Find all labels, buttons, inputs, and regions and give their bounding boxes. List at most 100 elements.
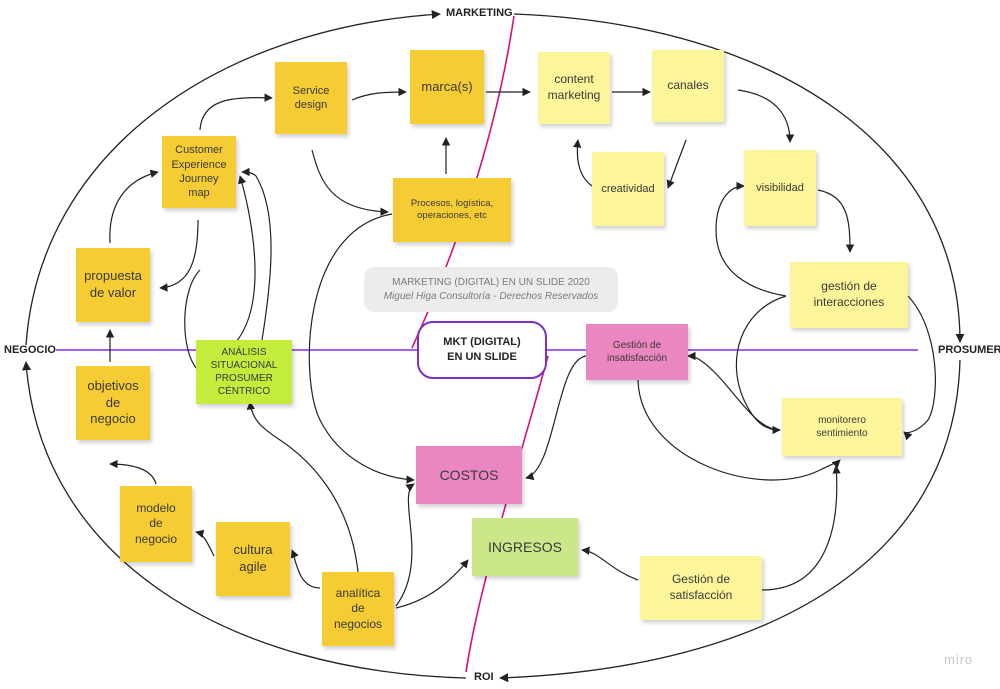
note-text-line: PROSUMER xyxy=(215,373,273,384)
note-text-line: content xyxy=(554,72,594,87)
banner-title: MARKETING (DIGITAL) EN UN SLIDE 2020 xyxy=(392,277,590,288)
note-marcas[interactable]: marca(s) xyxy=(410,50,484,124)
connector-arrow xyxy=(637,379,841,481)
connector-arrow xyxy=(308,213,415,484)
note-text-line: Gestión de xyxy=(612,340,662,351)
note-text-line: analítica xyxy=(335,585,381,600)
note-text-line: ANÁLISIS xyxy=(221,347,267,358)
note-visibilidad[interactable]: visibilidad xyxy=(744,150,816,226)
note-text-line: interacciones xyxy=(813,295,885,309)
note-text-line: Customer xyxy=(175,144,223,157)
note-text-line: Gestión de xyxy=(671,572,731,587)
banner-subtitle: Miguel Higa Consultoría - Derechos Reser… xyxy=(383,290,599,302)
note-text-line: de xyxy=(105,394,121,410)
note-ingresos[interactable]: INGRESOS xyxy=(472,518,578,576)
note-text-line: canales xyxy=(667,78,709,93)
note-text-line: gestión de xyxy=(821,279,877,294)
note-gestion-de-insatisfaccion[interactable]: Gestión de insatisfacción xyxy=(586,324,688,380)
note-monitoreo-sentimiento[interactable]: monitorero sentimiento xyxy=(782,398,902,456)
note-text-line: marca(s) xyxy=(421,78,473,94)
connector-arrow xyxy=(235,175,256,343)
center-line-2: EN UN SLIDE xyxy=(447,351,517,363)
note-text-line: Service xyxy=(292,84,330,97)
note-text-line: CÉNTRICO xyxy=(217,386,271,397)
note-text-line: operaciones, etc xyxy=(417,210,487,221)
connector-arrow xyxy=(817,189,855,253)
note-text-line: negocio xyxy=(134,531,178,546)
connector-arrow xyxy=(199,93,273,131)
axis-label-right: PROSUMER xyxy=(938,344,1000,356)
note-text-line: de xyxy=(149,516,163,531)
connector-arrow xyxy=(159,219,199,292)
note-text-line: Experience xyxy=(171,158,227,171)
note-text-line: marketing xyxy=(547,88,601,102)
note-text-line: insatisfacción xyxy=(606,353,668,364)
connector-arrow xyxy=(109,459,157,485)
note-text-line: negocio xyxy=(90,411,136,427)
connector-arrow xyxy=(290,549,321,589)
divider-line-bottom xyxy=(465,355,549,673)
note-text-line: satisfacción xyxy=(669,588,733,602)
note-text-line: INGRESOS xyxy=(488,538,562,555)
note-text-line: de xyxy=(351,601,365,616)
note-text-line: design xyxy=(294,99,328,111)
connector-arrow xyxy=(687,351,781,431)
note-text-line: map xyxy=(188,187,210,200)
connector-arrow xyxy=(735,295,787,435)
note-canales[interactable]: canales xyxy=(652,50,724,122)
outer-arc-bottom-right xyxy=(499,359,961,683)
connector-arrow xyxy=(666,139,687,189)
note-costos[interactable]: COSTOS xyxy=(416,446,522,504)
note-text-line: cultura xyxy=(233,542,273,558)
note-text-line: visibilidad xyxy=(756,181,804,194)
connector-arrow xyxy=(195,529,215,557)
note-text-line: Procesos, logística, xyxy=(410,197,494,209)
note-analisis-situacional[interactable]: ANÁLISIS SITUACIONAL PROSUMER CÉNTRICO xyxy=(196,340,292,404)
connector-arrow xyxy=(246,401,359,573)
note-creatividad[interactable]: creatividad xyxy=(592,152,664,226)
note-text-line: monitorero xyxy=(818,415,866,426)
connector-arrow xyxy=(109,169,159,244)
note-text-line: objetivos xyxy=(87,377,139,393)
axis-label-top: MARKETING xyxy=(446,7,513,19)
connector-arrow xyxy=(311,149,389,216)
note-text-line: negocios xyxy=(333,616,383,631)
connector-arrow xyxy=(715,181,787,297)
connector-arrow xyxy=(395,483,415,607)
center-node[interactable]: MKT (DIGITAL) EN UN SLIDE xyxy=(417,321,547,379)
note-text-line: SITUACIONAL xyxy=(210,360,278,371)
outer-arc-top-right xyxy=(513,13,965,343)
note-text-line: COSTOS xyxy=(439,466,499,483)
note-text-line: sentimiento xyxy=(816,428,868,439)
connector-arrow xyxy=(572,139,593,187)
title-banner: MARKETING (DIGITAL) EN UN SLIDE 2020 Mig… xyxy=(364,267,618,312)
note-text-line: de valor xyxy=(89,285,137,300)
connector-arrow xyxy=(525,355,587,481)
connector-arrow xyxy=(761,465,841,591)
note-text-line: creatividad xyxy=(601,182,655,195)
connector-arrow xyxy=(903,295,936,441)
connector-arrow xyxy=(395,559,469,609)
note-text-line: modelo xyxy=(136,500,176,515)
miro-watermark: miro xyxy=(944,652,974,667)
connector-arrow xyxy=(351,87,407,101)
outer-arc-bottom-left xyxy=(22,361,467,679)
center-line-1: MKT (DIGITAL) xyxy=(443,336,521,349)
connector-arrow xyxy=(241,167,272,341)
axis-label-bottom: ROI xyxy=(474,671,494,683)
note-text-line: agile xyxy=(239,559,267,574)
note-procesos[interactable]: Procesos, logística,operaciones, etc xyxy=(393,178,511,242)
connector-arrow xyxy=(184,269,201,371)
note-text-line: propuesta xyxy=(84,268,142,284)
connector-arrow xyxy=(737,89,795,143)
note-service-design[interactable]: Service design xyxy=(275,62,347,134)
